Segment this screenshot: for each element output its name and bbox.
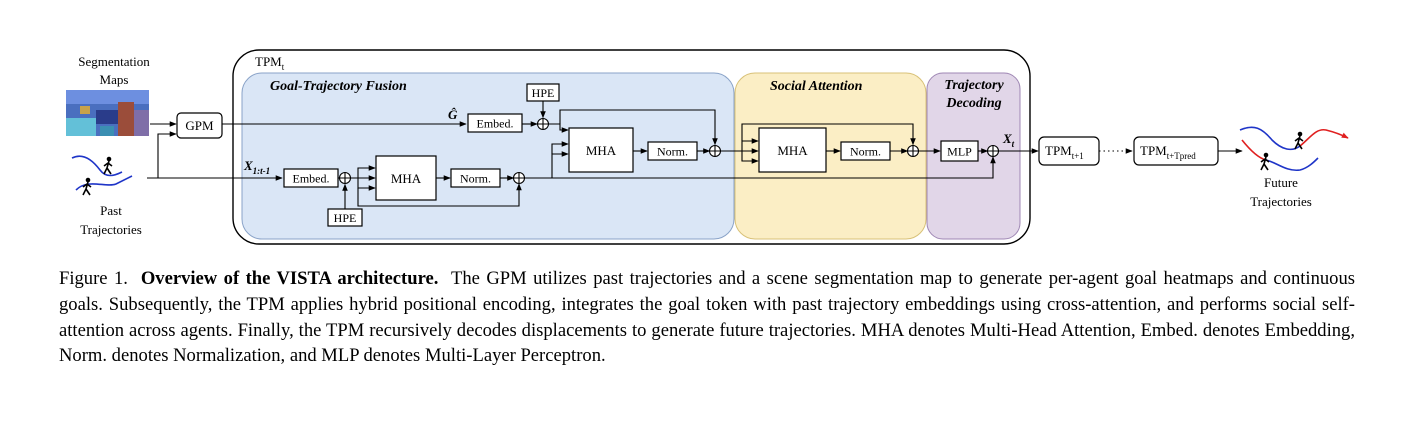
goal-fusion-section — [241, 72, 735, 240]
future-label-line1: Future — [1264, 175, 1298, 190]
gpm-label: GPM — [185, 118, 214, 133]
goal-embed-label: Embed. — [477, 117, 514, 131]
mlp-label: MLP — [947, 145, 972, 159]
norm1-label: Norm. — [460, 172, 491, 186]
last-pos-skip — [524, 156, 996, 179]
past-label-line2: Trajectories — [80, 222, 142, 237]
mha1-label: MHA — [391, 171, 422, 186]
tpm-label: TPMt — [255, 54, 285, 72]
mha2-in-goal — [548, 123, 569, 133]
gpm-box — [176, 112, 223, 139]
segmentation-label-line1: Segmentation — [78, 54, 150, 69]
decoding-title-line2: Decoding — [945, 96, 1001, 111]
tpm-last-label: TPMt+Tpred — [1140, 143, 1196, 161]
decoding-title-line1: Trajectory — [944, 78, 1004, 93]
caption-title: Overview of the VISTA architecture. — [140, 268, 439, 289]
past-oplus-icon — [338, 171, 352, 185]
mha2-in-traj-b — [551, 141, 569, 154]
res1-skip — [357, 183, 522, 207]
segmentation-label-line2: Maps — [100, 72, 129, 87]
x-past-label: X1:t-1 — [243, 158, 270, 176]
mha3-in-bot — [741, 151, 759, 164]
tpm-container — [232, 49, 1031, 245]
past-trajectories-icon — [71, 155, 133, 196]
goal-fusion-title: Goal-Trajectory Fusion — [270, 79, 407, 94]
social-attention-section — [734, 72, 927, 240]
mha2-box — [568, 127, 634, 173]
out-oplus-icon — [986, 144, 1000, 158]
goal-hpe-label: HPE — [532, 86, 555, 100]
res3-skip — [741, 123, 916, 146]
past-embed-label: Embed. — [293, 172, 330, 186]
past-label-line1: Past — [100, 203, 122, 218]
mha3-label: MHA — [777, 143, 808, 158]
goal-oplus-icon — [536, 117, 550, 131]
tpm-next-label: TPMt+1 — [1045, 143, 1084, 161]
mha1-in-top — [357, 165, 376, 178]
mha2-label: MHA — [586, 143, 617, 158]
future-label-line2: Trajectories — [1250, 194, 1312, 209]
caption-prefix: Figure 1. — [59, 268, 128, 289]
mha3-box — [758, 127, 827, 173]
segmentation-map-image — [66, 90, 149, 136]
caption-body: The GPM utilizes past trajectories and a… — [59, 268, 1356, 367]
traj-to-gpm-arrow — [147, 131, 177, 179]
mha1-box — [375, 155, 437, 201]
goal-embed-box — [467, 113, 523, 133]
res3-oplus-icon — [906, 144, 920, 158]
figure-caption: Figure 1. Overview of the VISTA architec… — [59, 266, 1355, 369]
norm2-label: Norm. — [657, 145, 688, 159]
res1-oplus-icon — [512, 171, 526, 185]
goal-hat-label: Ĝ — [448, 107, 458, 122]
social-attention-title: Social Attention — [770, 79, 863, 94]
past-hpe-label: HPE — [334, 211, 357, 225]
x-t-label: Xt — [1002, 131, 1015, 149]
res2-skip — [559, 109, 718, 146]
res2-oplus-icon — [708, 144, 722, 158]
norm3-label: Norm. — [850, 145, 881, 159]
vista-architecture-diagram: TPMt Goal-Trajectory Fusion Social Atten… — [66, 49, 1349, 245]
future-trajectories-icon — [1239, 126, 1349, 172]
